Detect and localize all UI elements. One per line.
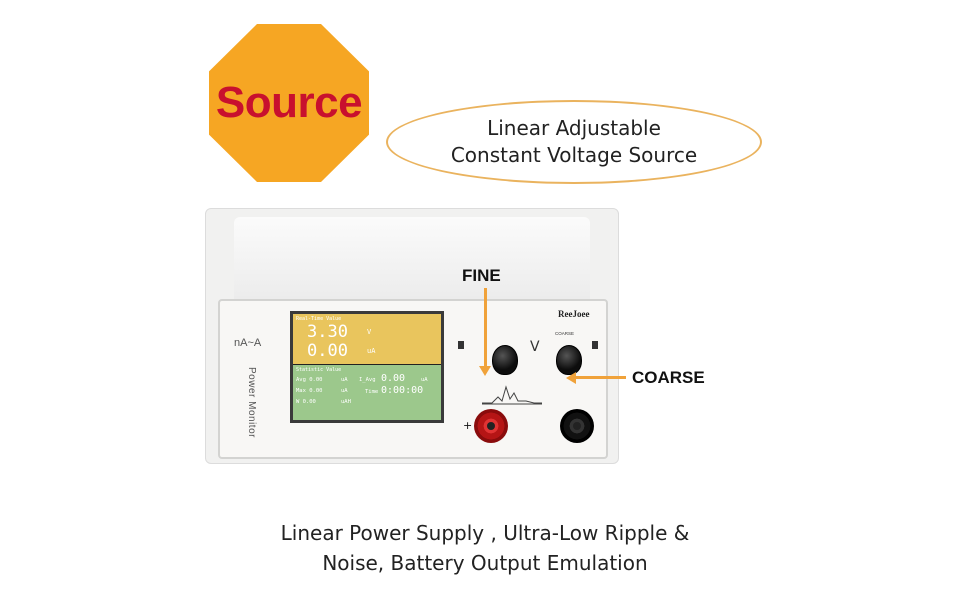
waveform-icon	[482, 385, 542, 405]
w-label: W 0.00	[296, 399, 316, 405]
screen-realtime-panel: Real-Time Value 3.30 V 0.00 uA	[293, 314, 441, 364]
fine-knob[interactable]	[492, 345, 518, 375]
max-label: Max 0.00	[296, 388, 323, 394]
model-label: nA~A	[234, 337, 262, 349]
iavg-unit: uA	[421, 377, 428, 383]
voltage-unit-label: V	[530, 339, 540, 355]
avg-label: Avg 0.00	[296, 377, 323, 383]
iavg-value: 0.00	[381, 373, 406, 384]
plus-icon: +	[463, 419, 473, 432]
time-label: Time	[365, 389, 379, 395]
fine-arrow-head	[479, 366, 491, 376]
caption: Linear Power Supply , Ultra-Low Ripple &…	[0, 518, 970, 578]
coarse-callout-label: COARSE	[632, 368, 705, 387]
headline-line-2: Constant Voltage Source	[450, 143, 698, 167]
headline-ellipse: Linear Adjustable Constant Voltage Sourc…	[386, 100, 762, 184]
fine-callout-label: FINE	[462, 266, 501, 285]
avg-unit: uA	[341, 377, 348, 383]
coarse-arrow-head	[566, 372, 576, 384]
side-label: Power Monitor	[246, 367, 257, 438]
front-panel: nA~A Power Monitor Real-Time Value 3.30 …	[218, 299, 608, 459]
voltage-unit: V	[367, 328, 372, 336]
positive-terminal[interactable]	[474, 409, 508, 443]
iavg-label: I_Avg	[359, 377, 376, 383]
caption-line-1: Linear Power Supply , Ultra-Low Ripple &	[280, 521, 690, 545]
fine-arrow-line	[484, 288, 487, 370]
negative-terminal[interactable]	[560, 409, 594, 443]
voltage-value: 3.30	[307, 322, 348, 342]
lcd-screen: Real-Time Value 3.30 V 0.00 uA Statistic…	[290, 311, 444, 423]
headline-line-1: Linear Adjustable	[487, 116, 661, 140]
lock-icon	[458, 341, 464, 349]
stats-header: Statistic Value	[296, 367, 342, 373]
realtime-header: Real-Time Value	[296, 316, 342, 322]
lock-icon-right	[592, 341, 598, 349]
max-unit: uA	[341, 388, 348, 394]
screen-statistics-panel: Statistic Value Avg 0.00 uA Max 0.00 uA …	[293, 365, 441, 420]
coarse-small-label: COARSE	[555, 331, 575, 336]
caption-line-2: Noise, Battery Output Emulation	[322, 551, 648, 575]
time-value: 0:00:00	[381, 385, 424, 396]
w-unit: uAH	[341, 399, 351, 405]
device-top-surface	[234, 217, 590, 305]
current-unit: uA	[367, 347, 376, 355]
coarse-arrow-line	[574, 376, 626, 379]
brand-name: ReeJoee	[558, 309, 590, 319]
coarse-knob[interactable]	[556, 345, 582, 375]
current-value: 0.00	[307, 341, 348, 361]
panel-brand-side: nA~A Power Monitor	[226, 307, 284, 453]
power-supply-device: nA~A Power Monitor Real-Time Value 3.30 …	[205, 208, 619, 464]
source-badge: Source	[209, 24, 369, 182]
source-badge-text: Source	[215, 78, 363, 127]
